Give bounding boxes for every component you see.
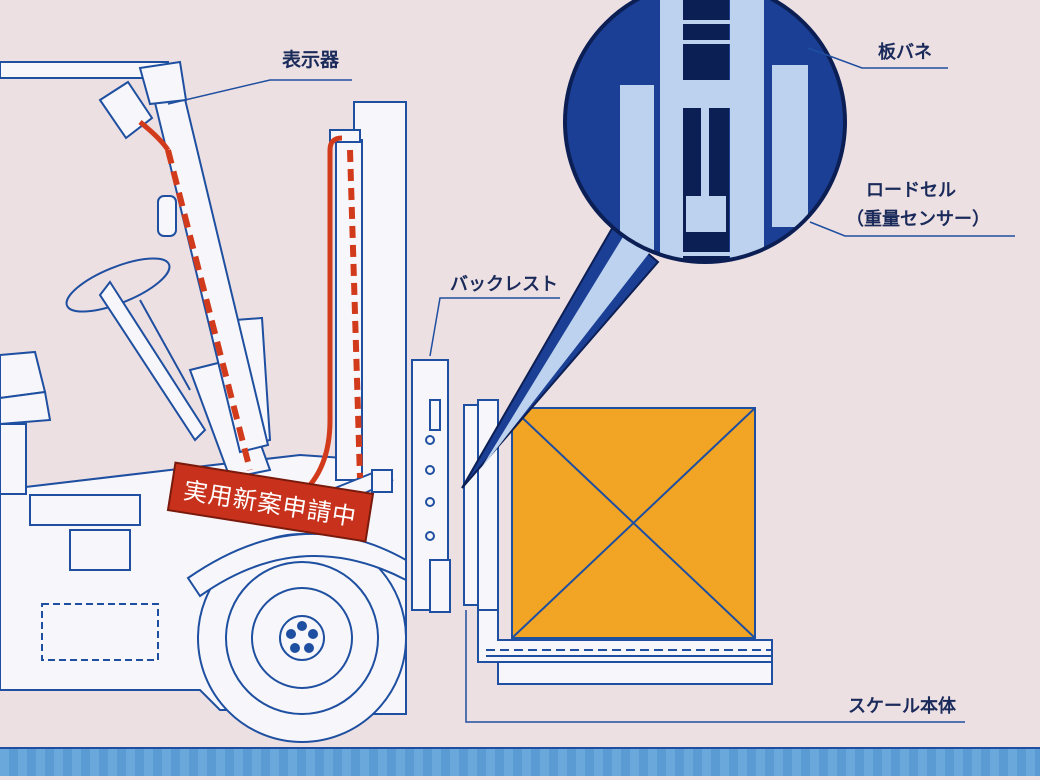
label-backrest: バックレスト: [450, 274, 558, 295]
scale-platform: [463, 399, 773, 685]
leader-lines: [167, 47, 1015, 723]
label-leaf-spring: 板バネ: [878, 41, 932, 63]
label-load-cell: ロードセル: [866, 180, 956, 201]
fender: [186, 532, 407, 598]
label-indicator: 表示器: [282, 48, 340, 71]
load-crate: [511, 407, 756, 639]
label-scale-body: スケール本体: [848, 695, 957, 717]
floor: [0, 747, 1040, 776]
cable-route: [138, 120, 363, 497]
front-wheel: [197, 533, 407, 743]
label-weight-sensor: （重量センサー）: [846, 208, 990, 230]
